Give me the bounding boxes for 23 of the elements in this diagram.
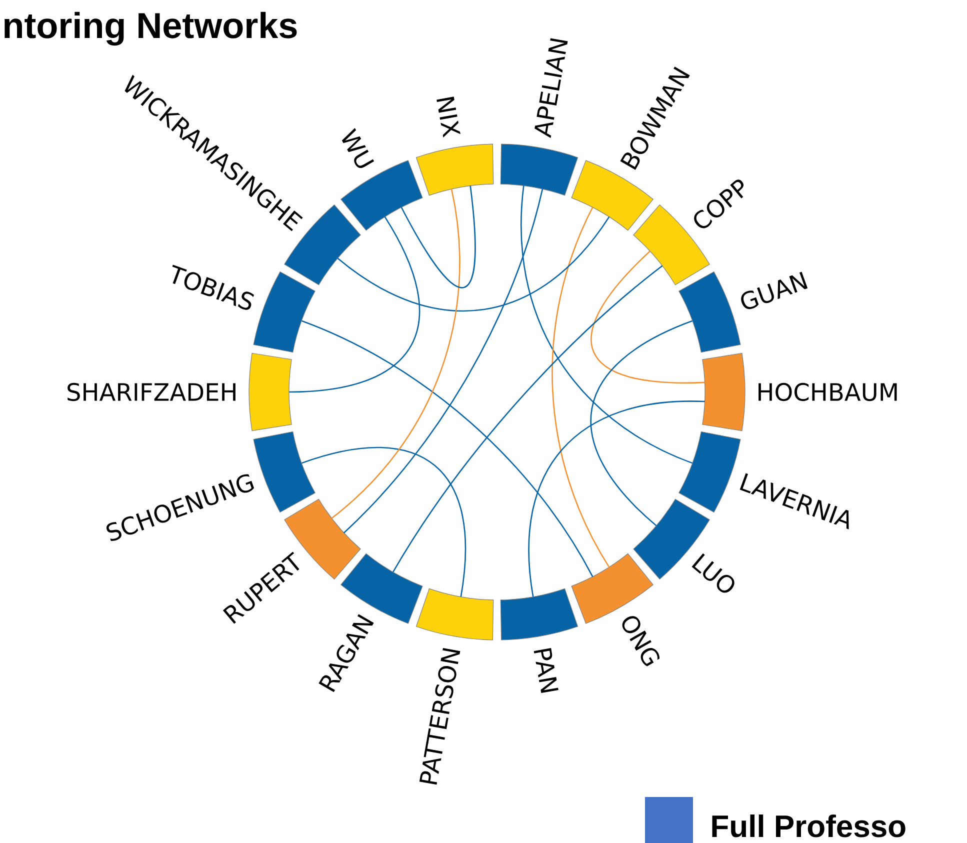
name-label: PAN <box>534 648 558 694</box>
chord <box>302 446 466 597</box>
name-label: GUAN <box>741 272 808 310</box>
name-label: APELIAN <box>534 38 568 138</box>
name-label: WU <box>342 128 374 168</box>
chord <box>520 186 693 464</box>
chord <box>337 216 610 312</box>
name-label: NIX <box>436 96 460 138</box>
chord <box>590 250 705 384</box>
legend-label: Full Professo <box>712 814 906 838</box>
name-label: HOCHBAUM <box>758 382 897 402</box>
chord <box>289 216 420 393</box>
chord <box>331 188 460 519</box>
chord <box>552 207 610 568</box>
chord <box>392 265 663 572</box>
name-label: LUO <box>692 553 734 593</box>
chord <box>528 400 705 597</box>
chord <box>302 320 594 578</box>
title: ntoring Networks <box>4 12 297 46</box>
chord <box>344 188 544 534</box>
name-label: SHARIFZADEH <box>68 382 236 402</box>
chord <box>590 320 693 526</box>
chord <box>400 186 476 288</box>
